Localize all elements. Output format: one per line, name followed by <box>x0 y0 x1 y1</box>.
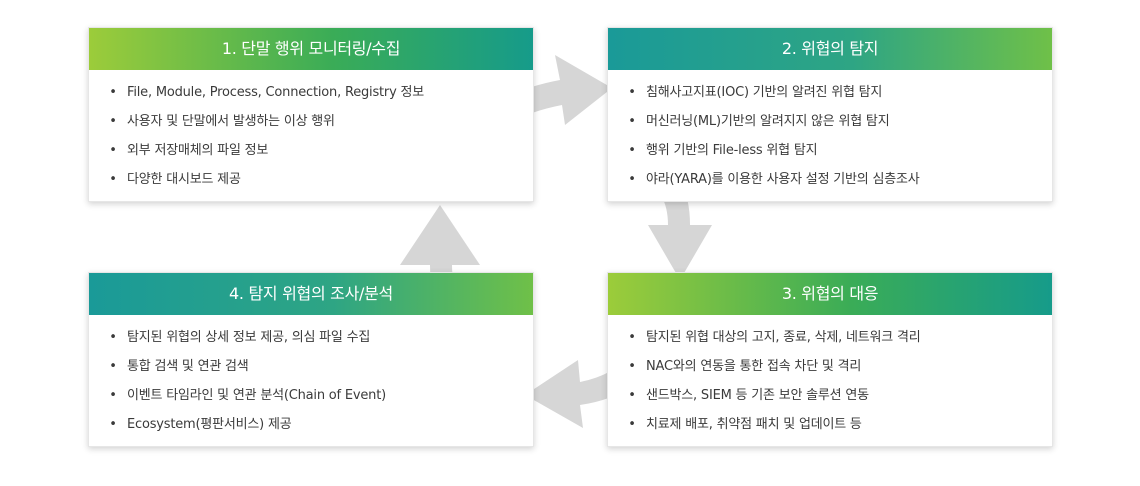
card-list: •File, Module, Process, Connection, Regi… <box>89 70 533 201</box>
list-item: •행위 기반의 File-less 위협 탐지 <box>628 143 818 158</box>
list-item: •NAC와의 연동을 통한 접속 차단 및 격리 <box>628 359 862 374</box>
card-title: 1. 단말 행위 모니터링/수집 <box>89 28 533 70</box>
card-monitoring: 1. 단말 행위 모니터링/수집 •File, Module, Process,… <box>88 27 534 202</box>
list-item: •외부 저장매체의 파일 정보 <box>109 143 269 158</box>
card-list: •침해사고지표(IOC) 기반의 알려진 위협 탐지 •머신러닝(ML)기반의 … <box>608 70 1052 201</box>
card-list: •탐지된 위협 대상의 고지, 종료, 삭제, 네트워크 격리 •NAC와의 연… <box>608 315 1052 446</box>
list-item: •이벤트 타임라인 및 연관 분석(Chain of Event) <box>109 388 386 403</box>
card-title: 2. 위협의 탐지 <box>608 28 1052 70</box>
list-item: •File, Module, Process, Connection, Regi… <box>109 85 425 100</box>
list-item: •샌드박스, SIEM 등 기존 보안 솔루션 연동 <box>628 388 869 403</box>
card-list: •탐지된 위협의 상세 정보 제공, 의심 파일 수집 •통합 검색 및 연관 … <box>89 315 533 446</box>
card-investigation: 4. 탐지 위협의 조사/분석 •탐지된 위협의 상세 정보 제공, 의심 파일… <box>88 272 534 447</box>
list-item: •야라(YARA)를 이용한 사용자 설정 기반의 심층조사 <box>628 172 920 187</box>
list-item: •치료제 배포, 취약점 패치 및 업데이트 등 <box>628 417 862 432</box>
list-item: •사용자 및 단말에서 발생하는 이상 행위 <box>109 114 335 129</box>
list-item: •탐지된 위협 대상의 고지, 종료, 삭제, 네트워크 격리 <box>628 330 921 345</box>
list-item: •Ecosystem(평판서비스) 제공 <box>109 417 292 432</box>
list-item: •머신러닝(ML)기반의 알려지지 않은 위협 탐지 <box>628 114 890 129</box>
list-item: •통합 검색 및 연관 검색 <box>109 359 249 374</box>
card-detection: 2. 위협의 탐지 •침해사고지표(IOC) 기반의 알려진 위협 탐지 •머신… <box>607 27 1053 202</box>
list-item: •침해사고지표(IOC) 기반의 알려진 위협 탐지 <box>628 85 883 100</box>
card-title: 3. 위협의 대응 <box>608 273 1052 315</box>
card-title: 4. 탐지 위협의 조사/분석 <box>89 273 533 315</box>
list-item: •탐지된 위협의 상세 정보 제공, 의심 파일 수집 <box>109 330 371 345</box>
list-item: •다양한 대시보드 제공 <box>109 172 241 187</box>
card-response: 3. 위협의 대응 •탐지된 위협 대상의 고지, 종료, 삭제, 네트워크 격… <box>607 272 1053 447</box>
